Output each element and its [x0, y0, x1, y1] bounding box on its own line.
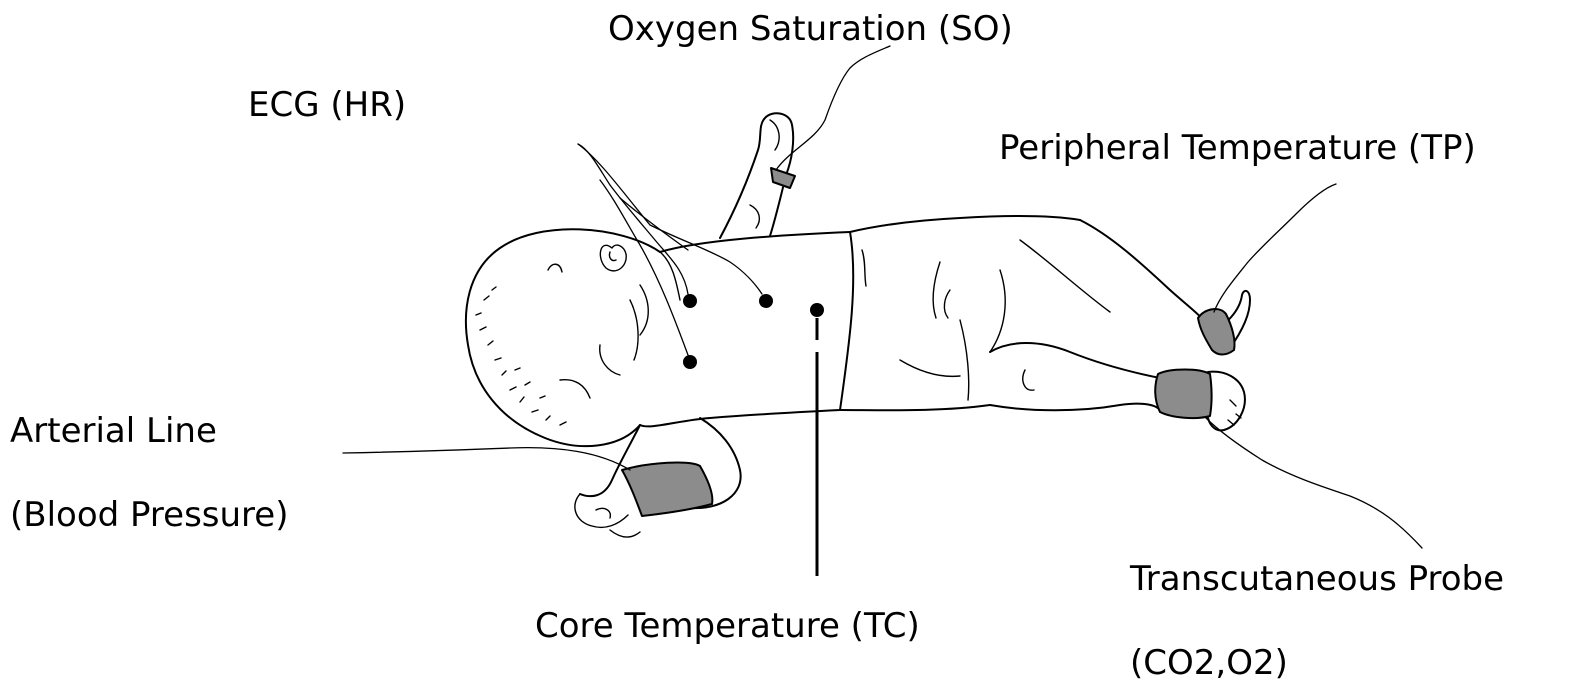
arterial-line-cuff [622, 463, 712, 516]
blood-pressure-label: (Blood Pressure) [10, 498, 288, 532]
peripheral-temperature-sensor [1198, 309, 1235, 354]
ecg-electrode-3 [683, 355, 697, 369]
ecg-wire-2 [578, 144, 762, 294]
ecg-electrode-2 [759, 294, 773, 308]
transcutaneous-probe-wire [1206, 418, 1422, 548]
transcutaneous-gases-label: (CO2,O2) [1130, 646, 1288, 680]
peripheral-temperature-label: Peripheral Temperature (TP) [999, 131, 1476, 165]
transcutaneous-probe-label: Transcutaneous Probe [1130, 562, 1504, 596]
infant-torso [630, 216, 1080, 426]
ecg-label: ECG (HR) [248, 88, 406, 122]
core-temperature-label: Core Temperature (TC) [535, 609, 920, 643]
peripheral-temperature-wire [1214, 184, 1336, 312]
spo2-sensor [771, 168, 795, 188]
infant-head [466, 229, 660, 446]
ecg-electrode-1 [683, 294, 697, 308]
transcutaneous-probe-sensor [1155, 370, 1211, 419]
arterial-line-wire [343, 448, 630, 470]
oxygen-saturation-label: Oxygen Saturation (SO) [608, 12, 1013, 46]
ecg-wire-1 [578, 144, 688, 294]
arterial-line-label: Arterial Line [10, 414, 217, 448]
core-temperature-probe [810, 303, 824, 317]
